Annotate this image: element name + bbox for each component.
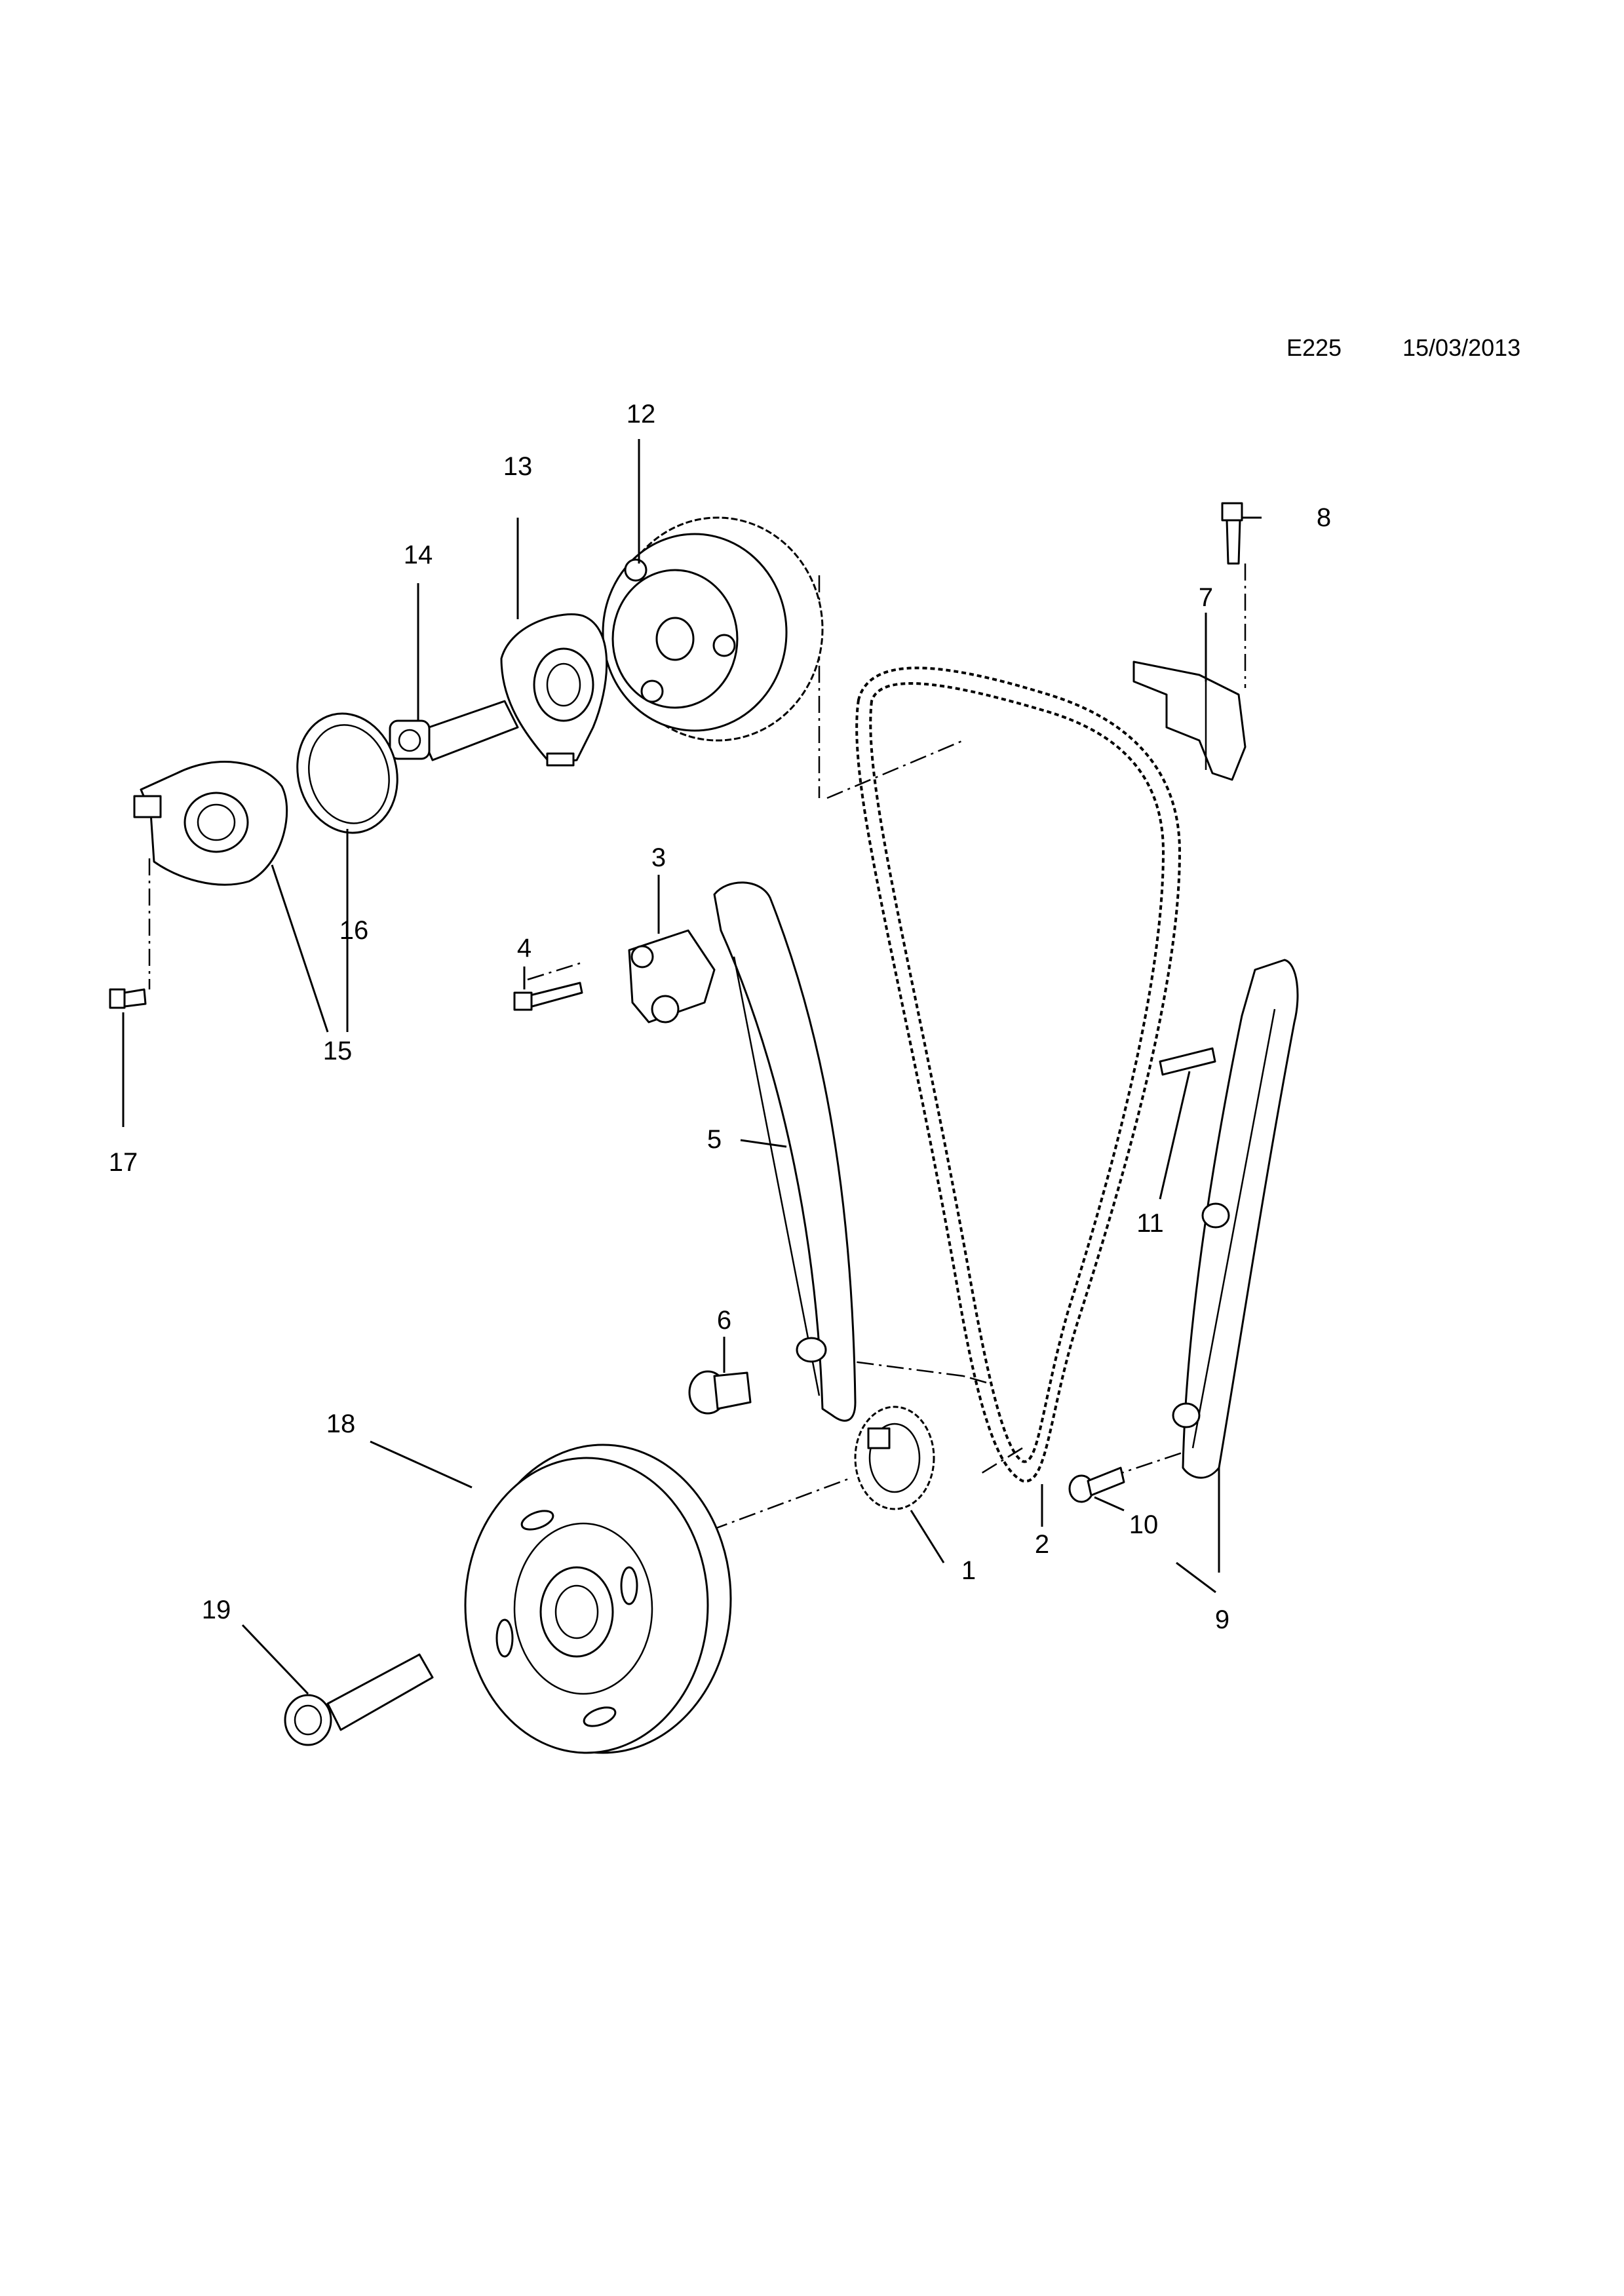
callout-17: 17 [109, 1148, 138, 1177]
slide-rail [1172, 959, 1299, 1479]
callout-labels: 1 2 3 4 5 6 7 8 9 10 11 12 13 14 15 16 1… [109, 400, 1331, 1634]
callout-2: 2 [1035, 1530, 1049, 1559]
callout-19: 19 [202, 1596, 231, 1624]
tensioner-bolt [513, 982, 583, 1011]
dowel-pin [1159, 1047, 1216, 1076]
pulley-bolt [284, 1653, 434, 1746]
callout-3: 3 [651, 843, 666, 872]
guide-bolt [1221, 502, 1243, 565]
callout-16: 16 [339, 916, 369, 945]
callout-4: 4 [517, 934, 532, 963]
callout-11: 11 [1136, 1209, 1164, 1238]
callout-14: 14 [404, 541, 433, 569]
callout-7: 7 [1199, 583, 1213, 612]
actuator-housing [133, 761, 288, 886]
crankshaft-sprocket [854, 1406, 935, 1510]
chain-tensioner [628, 929, 716, 1024]
camshaft-adjuster [602, 516, 824, 742]
diagram-date: 15/03/2013 [1402, 334, 1521, 361]
callout-1: 1 [961, 1556, 976, 1585]
oil-control-valve [389, 700, 519, 761]
callout-10: 10 [1129, 1510, 1159, 1539]
upper-chain-guide [1132, 660, 1247, 781]
tensioner-rail [713, 881, 857, 1422]
callout-18: 18 [326, 1409, 356, 1438]
callout-6: 6 [717, 1306, 731, 1335]
cover-plate [500, 613, 608, 767]
diagram-code: E225 [1286, 334, 1342, 361]
callout-5: 5 [707, 1125, 722, 1154]
slide-rail-bolt [1068, 1466, 1125, 1503]
timing-chain [855, 666, 1182, 1483]
callout-12: 12 [627, 400, 656, 429]
crankshaft-pulley [464, 1444, 732, 1754]
callout-8: 8 [1317, 503, 1331, 532]
callout-15: 15 [323, 1037, 353, 1065]
seal-ring [296, 712, 398, 834]
leader-lines [122, 439, 1262, 1695]
guide-pin [688, 1370, 752, 1415]
housing-screw [109, 988, 147, 1009]
callout-9: 9 [1215, 1605, 1229, 1634]
callout-13: 13 [503, 452, 533, 481]
